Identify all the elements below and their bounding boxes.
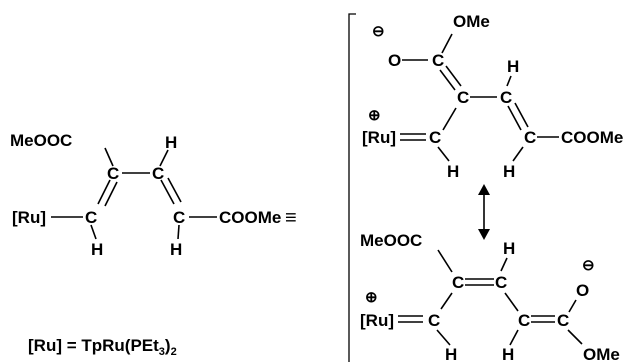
methoxy-label: OMe <box>453 12 490 31</box>
bond <box>436 329 451 346</box>
bond <box>437 146 450 162</box>
hydrogen-label: H <box>445 345 457 362</box>
ester-label: MeOOC <box>360 231 422 250</box>
resonance-arrow-icon <box>478 184 490 240</box>
resonance-form-bottom: MeOOC C C H ⊕ [Ru] C H C H C ⊖ O OMe <box>360 231 620 362</box>
bond <box>440 292 453 310</box>
carbon-label: C <box>173 208 185 227</box>
carbon-label: C <box>518 311 530 330</box>
hydrogen-label: H <box>91 240 103 259</box>
left-structure: MeOOC C C H [Ru] C C COOMe H H <box>10 131 281 259</box>
hydrogen-label: H <box>447 162 459 181</box>
positive-charge-icon: ⊕ <box>368 107 381 124</box>
oxide-label: O <box>576 281 589 300</box>
carbon-label: C <box>524 128 536 147</box>
bond <box>509 329 519 346</box>
carbon-label: C <box>432 51 444 70</box>
carbon-label: C <box>428 311 440 330</box>
bond <box>437 249 453 273</box>
bond <box>90 224 97 240</box>
double-bond <box>514 102 529 128</box>
equivalence-sign: ≡ <box>285 207 297 229</box>
carbon-label: C <box>107 164 119 183</box>
ester-label: COOMe <box>561 128 623 147</box>
bond <box>504 292 519 312</box>
bond <box>441 33 453 54</box>
double-bond <box>97 179 111 205</box>
ester-label: MeOOC <box>10 131 72 150</box>
carbon-label: C <box>85 208 97 227</box>
ru-label: [Ru] <box>360 311 394 330</box>
ester-label: COOMe <box>219 208 281 227</box>
positive-charge-icon: ⊕ <box>365 289 378 306</box>
bond <box>512 146 524 162</box>
hydrogen-label: H <box>503 162 515 181</box>
carbon-label: C <box>495 273 507 292</box>
double-bond <box>439 69 456 91</box>
bond <box>104 147 114 167</box>
double-bond <box>167 177 182 203</box>
bond <box>177 224 180 240</box>
bond <box>159 149 169 167</box>
carbon-label: C <box>452 273 464 292</box>
negative-charge-icon: ⊖ <box>582 257 595 274</box>
double-bond <box>507 105 522 131</box>
carbon-label: C <box>152 164 164 183</box>
hydrogen-label: H <box>170 240 182 259</box>
hydrogen-label: H <box>507 57 519 76</box>
hydrogen-label: H <box>165 133 177 152</box>
double-bond <box>160 179 175 205</box>
carbon-label: C <box>500 88 512 107</box>
ru-label: [Ru] <box>12 208 46 227</box>
double-bond <box>104 181 118 207</box>
methoxy-label: OMe <box>583 345 620 362</box>
resonance-form-top: ⊖ O C OMe C C H ⊕ [Ru] C H C COOMe H <box>362 12 623 181</box>
oxide-label: O <box>388 51 401 70</box>
bond <box>500 257 508 272</box>
bond <box>442 107 457 131</box>
bond <box>568 299 577 313</box>
bond <box>567 329 583 345</box>
hydrogen-label: H <box>502 345 514 362</box>
hydrogen-label: H <box>503 239 515 258</box>
negative-charge-icon: ⊖ <box>372 23 385 40</box>
ru-definition: [Ru] = TpRu(PEt3)2 <box>28 336 177 358</box>
ru-label: [Ru] <box>362 128 396 147</box>
bond <box>506 75 512 87</box>
carbon-label: C <box>457 88 469 107</box>
carbon-label: C <box>557 311 569 330</box>
resonance-bracket <box>348 13 356 362</box>
carbon-label: C <box>429 128 441 147</box>
double-bond <box>445 65 462 87</box>
